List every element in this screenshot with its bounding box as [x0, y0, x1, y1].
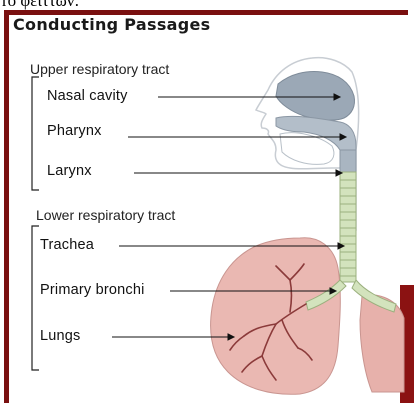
- diagram-title: Conducting Passages: [13, 15, 210, 34]
- larynx-label: Larynx: [47, 163, 92, 179]
- right-lung-shape: [360, 295, 404, 392]
- lower-bracket: [32, 226, 39, 370]
- upper-tract-heading: Upper respiratory tract: [30, 61, 169, 77]
- left-lung-shape: [211, 238, 341, 395]
- lungs-label: Lungs: [40, 328, 81, 344]
- nasal-cavity-shape: [276, 72, 355, 121]
- larynx-shape: [340, 150, 356, 174]
- trachea-label: Trachea: [40, 237, 94, 253]
- pharynx-label: Pharynx: [47, 123, 102, 139]
- lower-tract-heading: Lower respiratory tract: [36, 207, 175, 223]
- primary-bronchi-label: Primary bronchi: [40, 282, 145, 298]
- upper-bracket: [32, 77, 39, 190]
- nasal-cavity-label: Nasal cavity: [47, 88, 128, 104]
